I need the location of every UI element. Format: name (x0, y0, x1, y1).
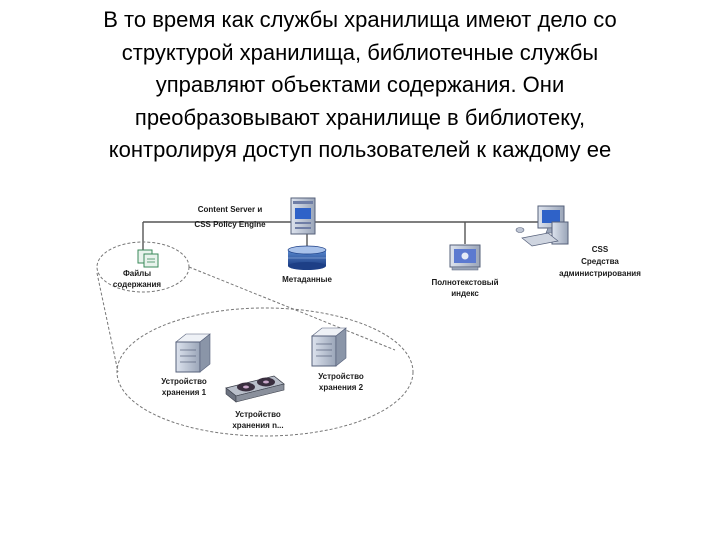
storage-device-1-icon (175, 333, 211, 373)
files-label-line-2: содержания (113, 280, 162, 289)
zoom-callout (96, 241, 414, 437)
server-label-line-1: Content Server и (198, 205, 263, 214)
storageN-label-line-2: хранения n... (232, 421, 283, 430)
index-label-line-1: Полнотекстовый (431, 278, 498, 287)
text-line-4: преобразовывают хранилище в библиотеку, (134, 104, 586, 130)
storage2-label-line-2: хранения 2 (319, 383, 364, 392)
callout-line-left (96, 272, 119, 373)
storage1-label-line-1: Устройство (161, 377, 207, 386)
metadata-database-icon (287, 245, 327, 270)
index-label-line-2: индекс (451, 289, 479, 298)
content-server-icon (290, 197, 316, 235)
metadata-label: Метаданные (282, 275, 332, 284)
text-line-5: контролируя доступ пользователей к каждо… (108, 137, 612, 162)
storage-device-n-icon (225, 375, 285, 403)
slide-text: В то время как службы хранилища имеют де… (20, 4, 700, 167)
callout-line-right (188, 266, 396, 351)
admin-label-line-2: Средства (581, 257, 619, 266)
storage-ellipse (116, 307, 414, 437)
files-label-line-1: Файлы (123, 269, 151, 278)
content-files-icon (137, 249, 159, 268)
text-line-2: структурой хранилища, библиотечные служб… (121, 39, 599, 65)
admin-label-line-3: администрирования (559, 269, 641, 278)
storageN-label-line-1: Устройство (235, 410, 281, 419)
fulltext-index-icon (449, 244, 481, 271)
admin-workstation-icon (515, 205, 569, 247)
storage2-label-line-1: Устройство (318, 372, 364, 381)
server-label-line-2: CSS Policy Engine (194, 220, 266, 229)
admin-label-line-1: CSS (592, 245, 609, 254)
storage-device-2-icon (311, 327, 347, 367)
storage1-label-line-2: хранения 1 (162, 388, 207, 397)
text-line-1: В то время как службы хранилища имеют де… (103, 7, 617, 32)
text-line-3: управляют объектами содержания. Они (155, 72, 565, 97)
